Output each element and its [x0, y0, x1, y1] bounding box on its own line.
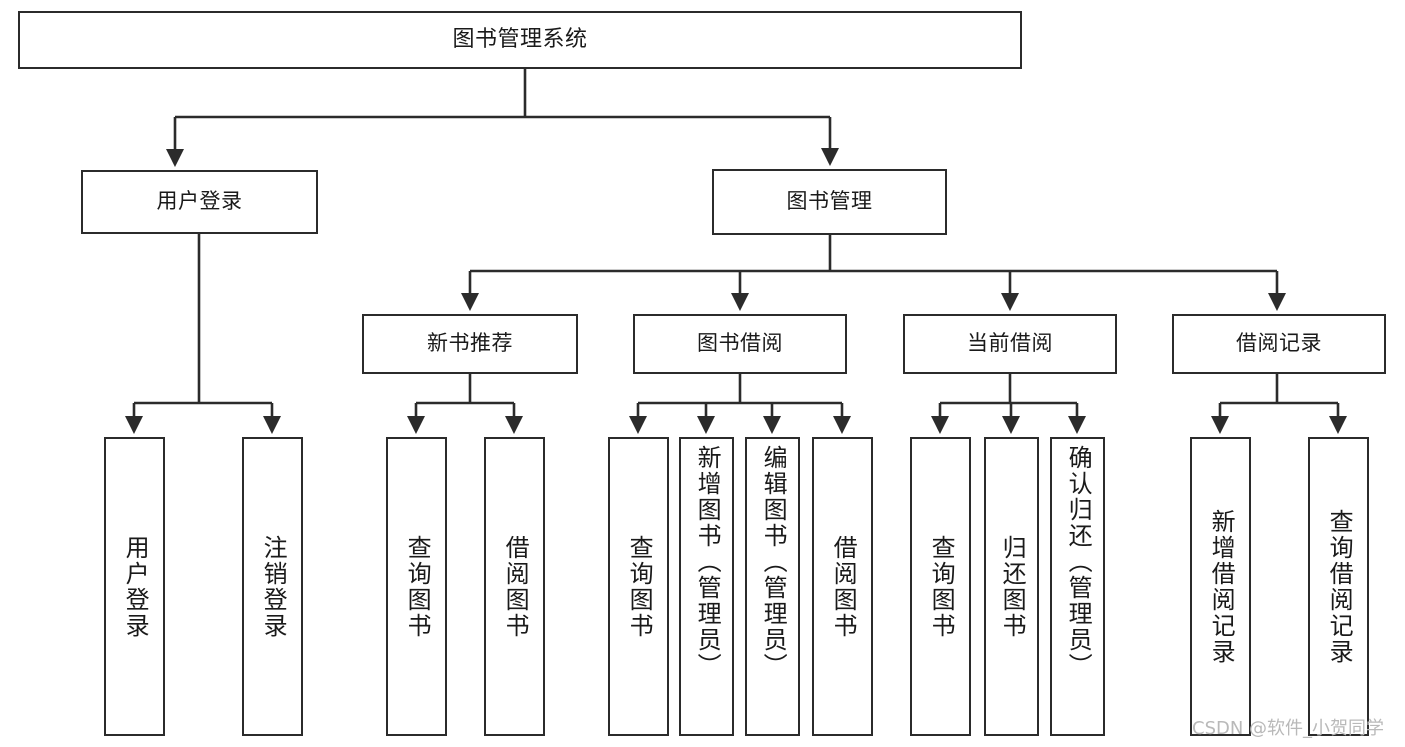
- node-user-login[interactable]: 用户登录: [81, 170, 318, 234]
- node-borrow-record-label: 借阅记录: [1236, 331, 1322, 356]
- node-leaf-confirm-return[interactable]: 确认归还（管理员）: [1050, 437, 1105, 736]
- node-leaf-edit-book-label: 编辑图书（管理员）: [759, 445, 788, 679]
- node-leaf-user-login[interactable]: 用户登录: [104, 437, 165, 736]
- node-leaf-query-book-2-label: 查询图书: [625, 534, 654, 639]
- node-leaf-confirm-return-label: 确认归还（管理员）: [1064, 445, 1093, 679]
- node-leaf-add-book-label: 新增图书（管理员）: [693, 445, 722, 679]
- csdn-watermark: CSDN @软件_小贺同学: [1192, 718, 1385, 739]
- node-leaf-user-login-label: 用户登录: [121, 534, 150, 639]
- node-leaf-query-book-3[interactable]: 查询图书: [910, 437, 971, 736]
- node-book-manage[interactable]: 图书管理: [712, 169, 947, 235]
- node-leaf-logout-label: 注销登录: [259, 534, 288, 639]
- node-borrow-record[interactable]: 借阅记录: [1172, 314, 1386, 374]
- node-leaf-add-book[interactable]: 新增图书（管理员）: [679, 437, 734, 736]
- node-leaf-borrow-book-2-label: 借阅图书: [829, 534, 858, 639]
- node-leaf-add-record[interactable]: 新增借阅记录: [1190, 437, 1251, 736]
- node-leaf-logout[interactable]: 注销登录: [242, 437, 303, 736]
- node-leaf-query-book-2[interactable]: 查询图书: [608, 437, 669, 736]
- node-leaf-borrow-book-1-label: 借阅图书: [501, 534, 530, 639]
- node-root[interactable]: 图书管理系统: [18, 11, 1022, 69]
- node-root-label: 图书管理系统: [452, 26, 588, 52]
- node-leaf-query-book-3-label: 查询图书: [927, 534, 956, 639]
- node-user-login-label: 用户登录: [156, 189, 243, 214]
- node-leaf-add-record-label: 新增借阅记录: [1207, 508, 1236, 665]
- node-book-borrow[interactable]: 图书借阅: [633, 314, 847, 374]
- node-leaf-query-record[interactable]: 查询借阅记录: [1308, 437, 1369, 736]
- node-leaf-query-book-1[interactable]: 查询图书: [386, 437, 447, 736]
- node-book-borrow-label: 图书借阅: [697, 331, 783, 356]
- node-leaf-query-book-1-label: 查询图书: [403, 534, 432, 639]
- node-leaf-borrow-book-1[interactable]: 借阅图书: [484, 437, 545, 736]
- node-leaf-edit-book[interactable]: 编辑图书（管理员）: [745, 437, 800, 736]
- node-new-book-rec[interactable]: 新书推荐: [362, 314, 578, 374]
- node-leaf-return-book-label: 归还图书: [998, 534, 1027, 639]
- node-leaf-return-book[interactable]: 归还图书: [984, 437, 1039, 736]
- node-current-borrow[interactable]: 当前借阅: [903, 314, 1117, 374]
- node-leaf-query-record-label: 查询借阅记录: [1325, 508, 1354, 665]
- node-book-manage-label: 图书管理: [786, 189, 873, 214]
- node-current-borrow-label: 当前借阅: [967, 331, 1053, 356]
- node-leaf-borrow-book-2[interactable]: 借阅图书: [812, 437, 873, 736]
- node-new-book-rec-label: 新书推荐: [427, 331, 513, 356]
